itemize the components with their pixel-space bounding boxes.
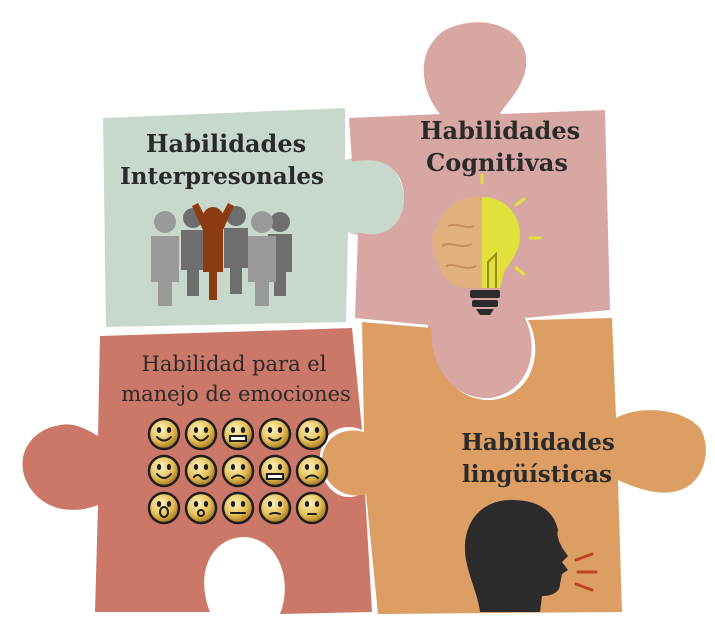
linguistic-title-line2: lingüísticas bbox=[462, 461, 612, 488]
emoji-face-icon bbox=[221, 417, 255, 451]
emoji-faces-icon bbox=[147, 417, 329, 525]
people-group-icon bbox=[151, 203, 292, 306]
emoji-face-icon bbox=[295, 454, 329, 488]
linguistic-title-line1: Habilidades bbox=[461, 429, 615, 456]
emotions-title-line2: manejo de emociones bbox=[121, 382, 351, 406]
emoji-face-icon bbox=[295, 417, 329, 451]
interpersonal-title-line2: Interpresonales bbox=[120, 163, 324, 190]
puzzle-piece-linguistic bbox=[322, 318, 706, 614]
brain-lightbulb-icon bbox=[432, 173, 542, 315]
interpersonal-title-line1: Habilidades bbox=[146, 129, 306, 158]
emoji-face-icon bbox=[147, 417, 181, 451]
emoji-face-icon bbox=[258, 454, 292, 488]
emoji-face-icon bbox=[258, 491, 292, 525]
cognitive-title-line1: Habilidades bbox=[420, 116, 580, 145]
cognitive-title-line2: Cognitivas bbox=[426, 148, 568, 177]
emoji-face-icon bbox=[147, 454, 181, 488]
emoji-face-icon bbox=[295, 491, 329, 525]
emoji-face-icon bbox=[147, 491, 181, 525]
emoji-face-icon bbox=[184, 454, 218, 488]
emoji-face-icon bbox=[221, 454, 255, 488]
speaking-head-icon bbox=[464, 499, 598, 612]
emoji-face-icon bbox=[184, 491, 218, 525]
emoji-face-icon bbox=[221, 491, 255, 525]
emoji-face-icon bbox=[258, 417, 292, 451]
emoji-face-icon bbox=[184, 417, 218, 451]
emotions-title-line1: Habilidad para el bbox=[142, 352, 327, 376]
